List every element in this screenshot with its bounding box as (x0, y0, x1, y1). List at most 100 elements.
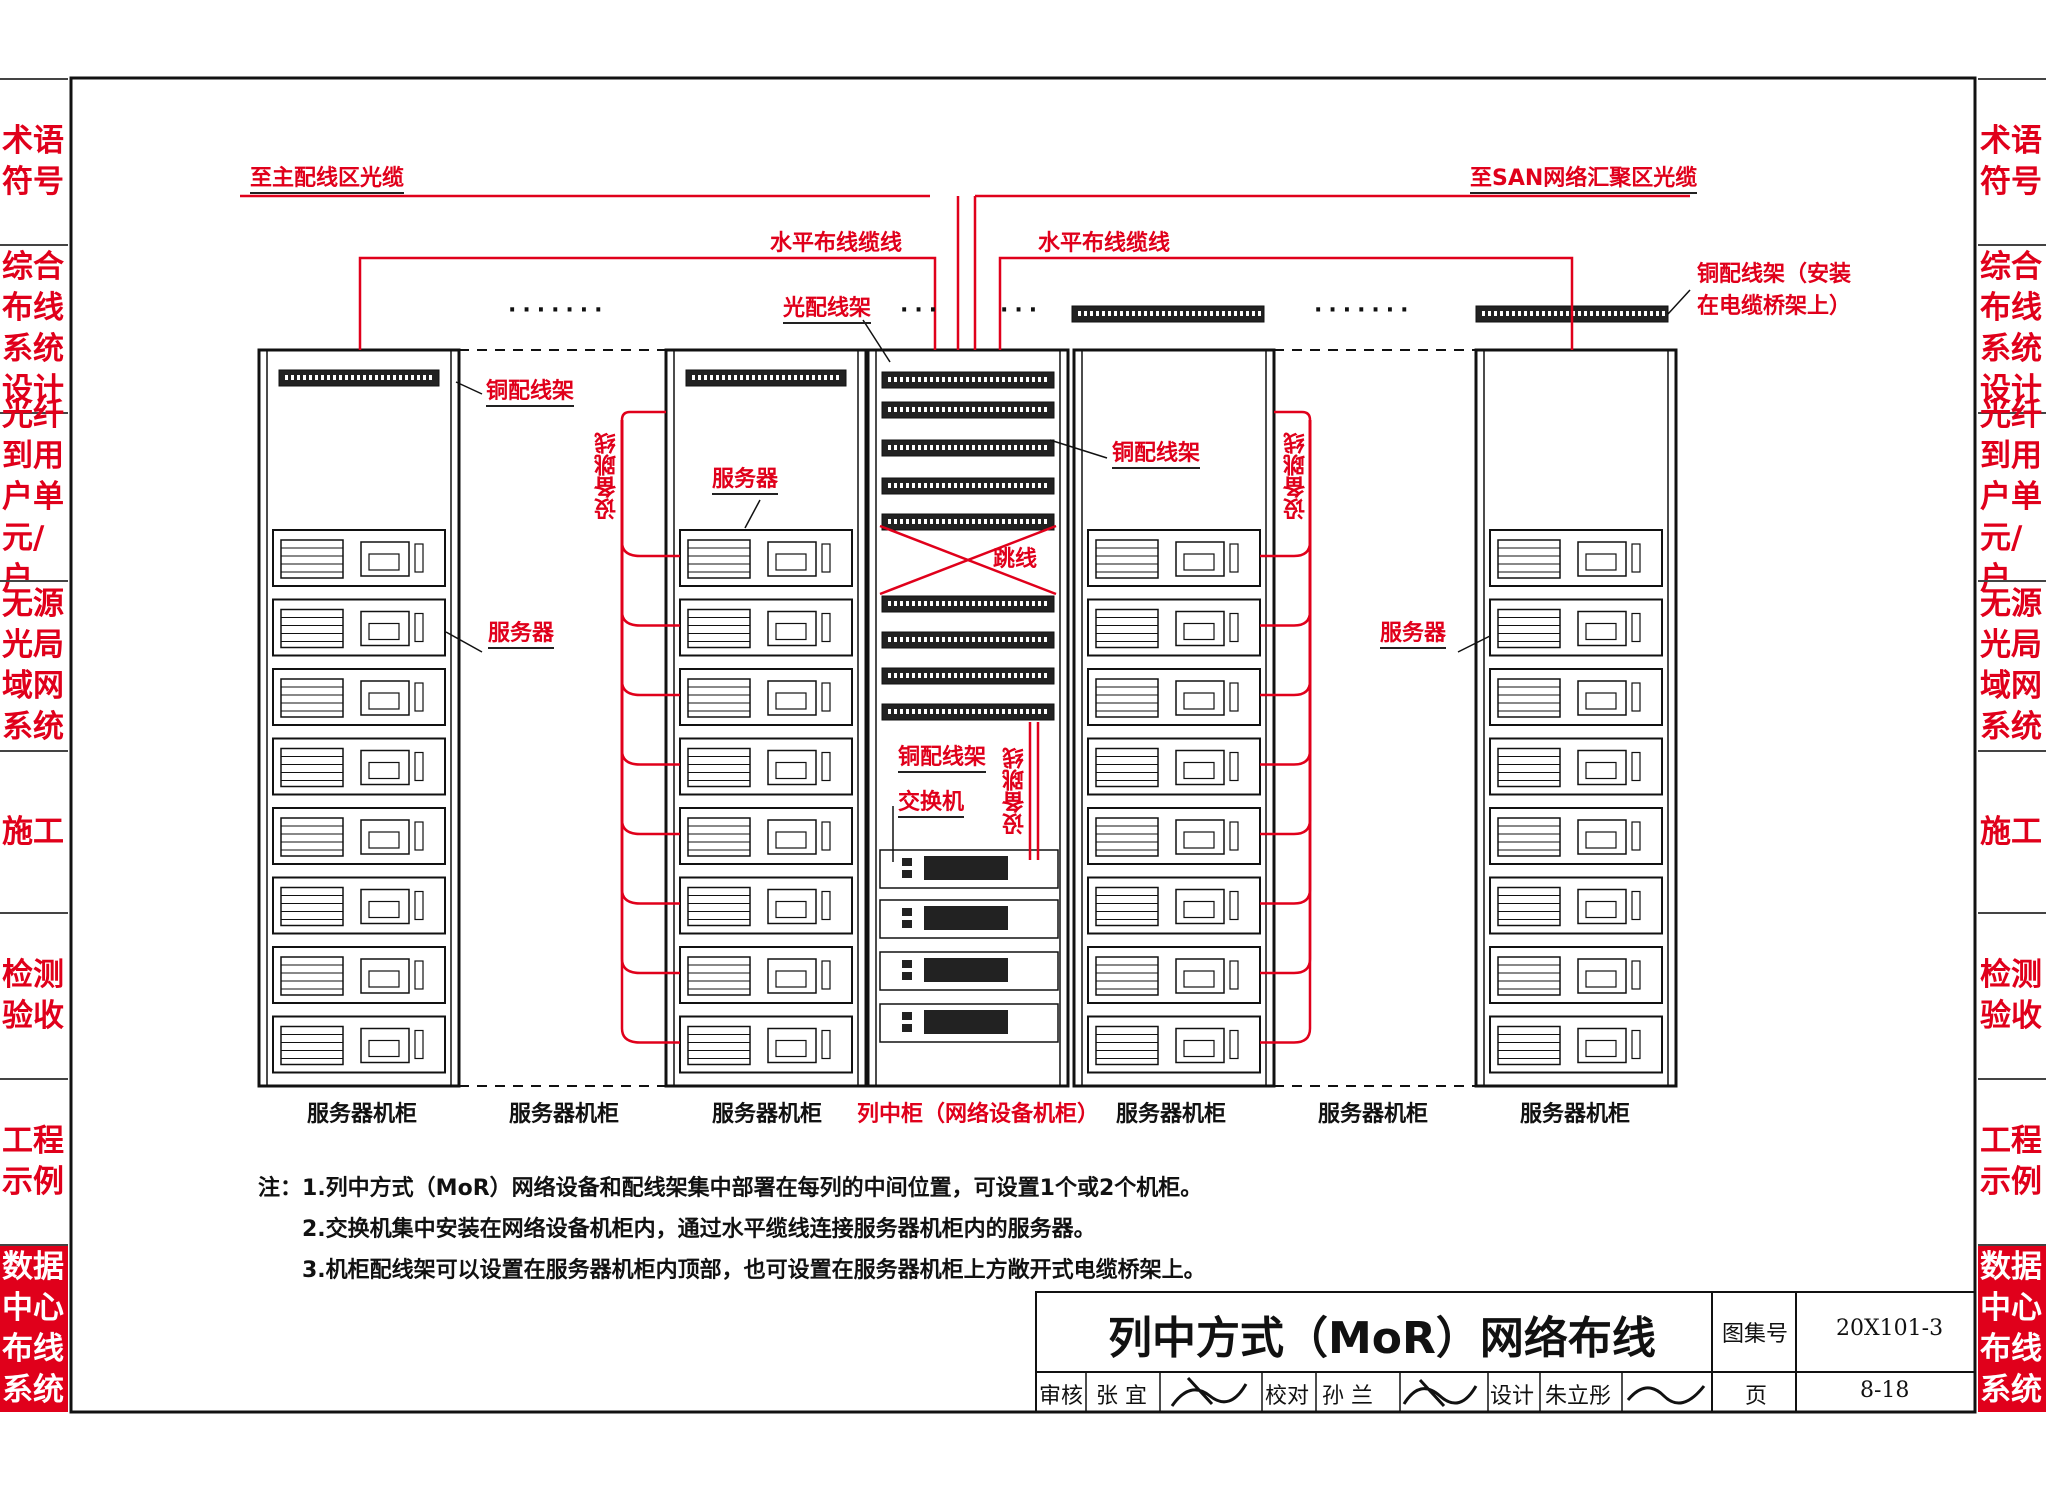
leader-server-3 (1457, 635, 1491, 653)
page-label: 页 (1745, 1384, 1768, 1409)
side-tab-label: 检测验收 (2, 957, 64, 1034)
patch-port (930, 709, 933, 714)
patch-port (1578, 311, 1581, 316)
patch-port (1002, 519, 1005, 524)
server-panel (767, 680, 817, 716)
patch-port (1014, 601, 1017, 606)
patch-port (1596, 311, 1599, 316)
patch-port (960, 377, 963, 382)
horizontal-cable-left (358, 256, 937, 350)
server-panel-inner (775, 1039, 807, 1058)
server-panel (360, 541, 410, 577)
server-bay (280, 539, 344, 579)
patch-port (417, 375, 420, 380)
patch-port (830, 375, 833, 380)
server-panel-inner (1183, 692, 1215, 710)
side-tab-4[interactable]: 无源光局域网系统 (1978, 580, 2046, 750)
server-panel-inner (368, 970, 400, 988)
side-tab-8[interactable]: 数据中心布线系统 (1978, 1244, 2046, 1412)
patch-port (972, 673, 975, 678)
patch-port (1026, 601, 1029, 606)
server-bay (1497, 1025, 1561, 1066)
side-tab-7[interactable]: 工程示例 (0, 1078, 68, 1244)
check-label: 校对 (1265, 1384, 1310, 1409)
side-tab-6[interactable]: 检测验收 (0, 912, 68, 1078)
patch-port (1044, 377, 1047, 382)
side-tab-7[interactable]: 工程示例 (1978, 1078, 2046, 1244)
patch-port (942, 673, 945, 678)
server-slot (821, 682, 831, 712)
patch-port (1032, 637, 1035, 642)
patch-port (978, 673, 981, 678)
server-slot (414, 960, 424, 990)
patch-port (818, 375, 821, 380)
switch-unit-1 (879, 849, 1059, 889)
patch-port (948, 709, 951, 714)
switch-port-block (924, 906, 1008, 930)
patch-port (1038, 407, 1041, 412)
patch-port (960, 709, 963, 714)
side-tab-6[interactable]: 检测验收 (1978, 912, 2046, 1078)
side-tab-label: 综合布线系统设计 (2, 249, 64, 408)
side-tab-1[interactable]: 术语符号 (1978, 78, 2046, 244)
patch-port (1002, 601, 1005, 606)
server-slot (821, 960, 831, 990)
server-bay (1095, 608, 1159, 649)
patch-port (918, 673, 921, 678)
patch-port (1602, 311, 1605, 316)
patch-port (1584, 311, 1587, 316)
patch-port (978, 483, 981, 488)
patch-port (381, 375, 384, 380)
cabinet-label-2: 服务器机柜 (509, 1102, 620, 1127)
patch-port (996, 445, 999, 450)
side-tab-4[interactable]: 无源光局域网系统 (0, 580, 68, 750)
server-slot (1229, 1029, 1239, 1060)
patch-port (930, 519, 933, 524)
patch-port (1014, 709, 1017, 714)
server-slot (821, 821, 831, 851)
horizontal-cable-right (998, 256, 1574, 350)
patch-port (1174, 311, 1177, 316)
patch-port (936, 673, 939, 678)
patch-port (924, 601, 927, 606)
server-slot (414, 543, 424, 573)
server-panel (360, 1027, 410, 1064)
notes: 注：1.列中方式（MoR）网络设备和配线架集中部署在每列的中间位置，可设置1个或… (258, 1168, 1206, 1291)
patch-port (954, 637, 957, 642)
side-tab-1[interactable]: 术语符号 (0, 78, 68, 244)
side-tab-3[interactable]: 光纤到用户单元/户 (0, 397, 68, 597)
label-server-3: 服务器 (1380, 621, 1447, 649)
patch-port (1014, 445, 1017, 450)
patch-port (1246, 311, 1249, 316)
patch-port (930, 673, 933, 678)
patch-port (1026, 377, 1029, 382)
side-tab-label: 术语符号 (1980, 123, 2042, 200)
side-tab-2[interactable]: 综合布线系统设计 (1978, 244, 2046, 412)
patch-port (996, 407, 999, 412)
side-tab-2[interactable]: 综合布线系统设计 (0, 244, 68, 412)
patch-port (1026, 709, 1029, 714)
leader-fiber-panel (862, 319, 891, 363)
server-panel (1577, 819, 1627, 855)
ellipsis-right: ······· (1314, 298, 1415, 323)
patch-port (990, 407, 993, 412)
side-tab-3[interactable]: 光纤到用户单元/户 (1978, 397, 2046, 597)
side-tab-5[interactable]: 施工 (0, 750, 68, 912)
side-tab-label: 施工 (2, 813, 64, 850)
patch-port (1038, 601, 1041, 606)
server-slot (1631, 960, 1641, 990)
server-panel (1577, 888, 1627, 925)
reviewer-name: 张 宜 (1096, 1384, 1147, 1409)
patch-port (1488, 311, 1491, 316)
server-slot (821, 1029, 831, 1060)
side-tab-5[interactable]: 施工 (1978, 750, 2046, 912)
server-panel (360, 819, 410, 855)
label-equipment-jumper-center: 设备跳线 (1003, 747, 1028, 835)
patch-port (990, 601, 993, 606)
patch-port (1632, 311, 1635, 316)
side-tab-8[interactable]: 数据中心布线系统 (0, 1244, 68, 1412)
server-slot (1631, 612, 1641, 643)
patch-port (1020, 377, 1023, 382)
server-panel-inner (1585, 761, 1617, 780)
